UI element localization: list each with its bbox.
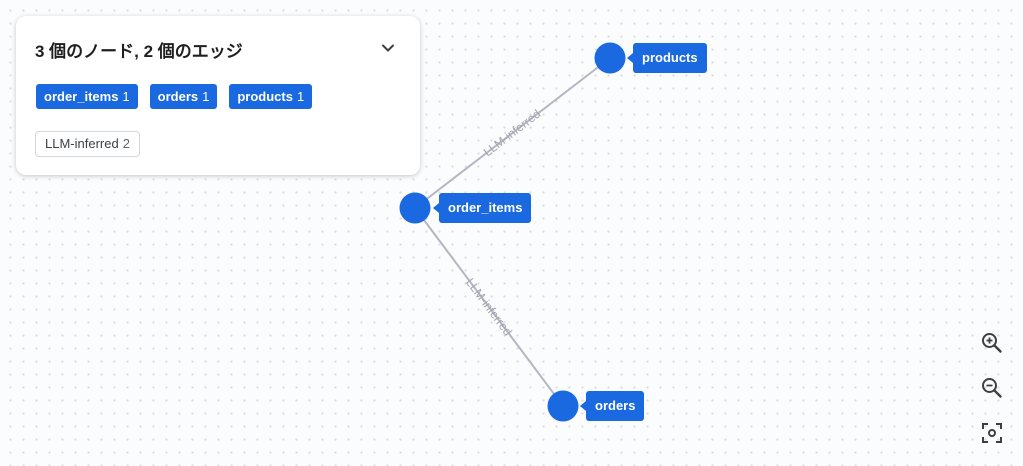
edge-order-items-products[interactable]: LLM-inferred (414, 57, 611, 209)
edge-label: LLM-inferred (463, 276, 515, 339)
node-order-items[interactable] (399, 192, 431, 224)
collapse-button[interactable] (376, 36, 400, 60)
zoom-out-button[interactable] (979, 375, 1005, 401)
chip-label: products (237, 89, 293, 104)
node-label-order-items[interactable]: order_items (432, 193, 532, 223)
node-orders[interactable] (547, 390, 579, 422)
node-products[interactable] (594, 42, 626, 74)
zoom-out-icon (982, 378, 1002, 398)
edge-order-items-orders[interactable]: LLM-inferred (414, 207, 564, 407)
edge-label: LLM-inferred (481, 107, 543, 160)
chevron-down-icon (382, 44, 394, 52)
chip-count: 2 (122, 136, 130, 151)
chip-count: 1 (296, 89, 305, 104)
chip-label: orders (157, 89, 199, 104)
node-label-orders[interactable]: orders (579, 391, 645, 421)
chip-label: LLM-inferred (45, 136, 119, 151)
panel-title: 3 個のノード, 2 個のエッジ (35, 42, 243, 61)
fit-view-button[interactable] (979, 420, 1005, 446)
zoom-in-button[interactable] (979, 330, 1005, 356)
fit-view-icon (982, 423, 1002, 443)
chip-count: 1 (122, 89, 130, 104)
node-label-products[interactable]: products (627, 43, 707, 73)
chip-label: order_items (44, 89, 119, 104)
zoom-in-icon (982, 333, 1002, 353)
chip-count: 1 (202, 89, 210, 104)
